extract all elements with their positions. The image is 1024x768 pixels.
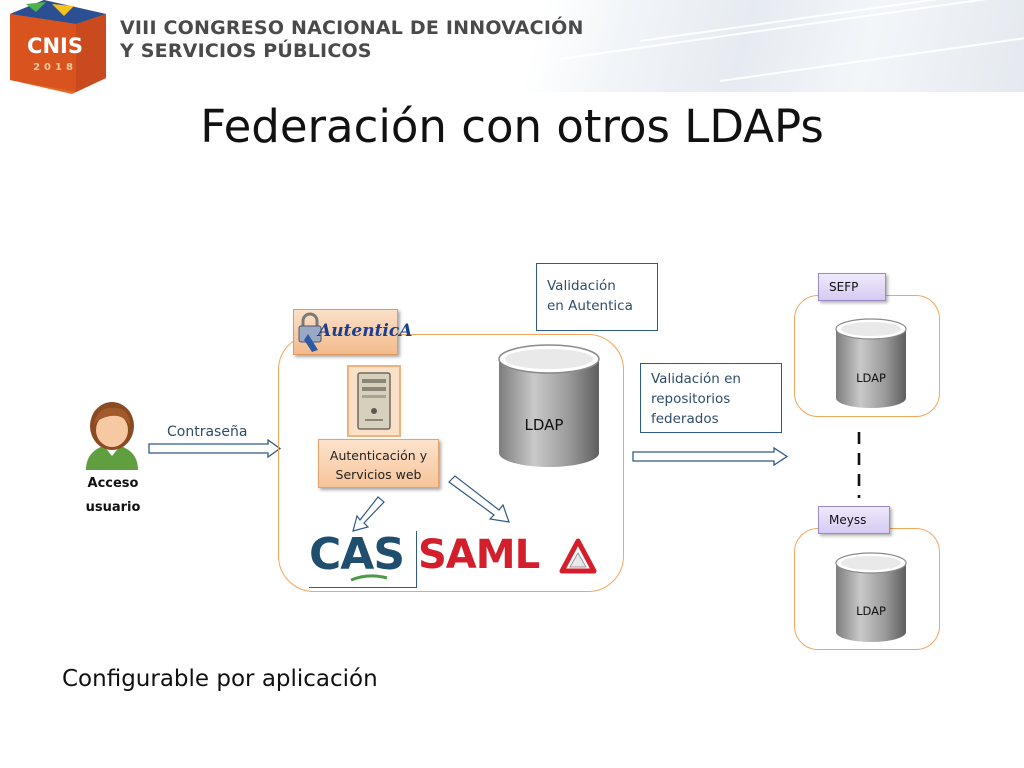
footer-note: Configurable por aplicación [62, 666, 378, 692]
saml-logo: SAML [418, 533, 602, 581]
user-caption: Acceso usuario [72, 472, 154, 520]
federated-arrow [632, 446, 789, 467]
congress-title-line1: VIII CONGRESO NACIONAL DE INNOVACIÓN [120, 17, 584, 39]
user-caption-line1: Acceso [87, 476, 139, 491]
password-arrow-label: Contraseña [167, 424, 248, 440]
password-arrow [148, 438, 282, 459]
user-caption-line2: usuario [85, 500, 141, 515]
saml-arrow [448, 475, 510, 523]
validation-autentica-text: Validación en Autentica [547, 278, 633, 314]
federated-validation-text: Validación en repositorios federados [651, 371, 741, 427]
repository-sefp-ldap-label: LDAP [856, 371, 886, 385]
cnis-logo: CNIS 2018 [6, 0, 110, 94]
repository-sefp-ldap-cylinder [835, 318, 907, 408]
logo-year: 2018 [33, 62, 77, 73]
main-ldap-cylinder [498, 344, 600, 467]
repository-meyss-label: Meyss [818, 506, 890, 534]
cnis-logo-cube-icon [10, 0, 106, 94]
slide-title: Federación con otros LDAPs [200, 100, 824, 153]
autentica-system-frame [278, 334, 624, 592]
saml-triangle-icon [559, 538, 597, 574]
autentica-logo-text: AutenticA [318, 321, 413, 341]
lock-hand-icon [298, 312, 322, 352]
cas-logo-text: CAS [309, 529, 405, 580]
autentica-logo-badge: AutenticA [293, 309, 412, 355]
auth-services-label: Autenticación y Servicios web [318, 439, 439, 488]
repository-sefp-label: SEFP [818, 273, 886, 301]
validation-autentica-callout: Validación en Autentica [536, 263, 658, 331]
main-ldap-label: LDAP [524, 416, 564, 434]
cas-logo: CAS [309, 531, 417, 588]
cas-swoosh-icon [350, 574, 388, 582]
saml-logo-text: SAML [418, 532, 540, 578]
logo-text: CNIS [27, 34, 83, 58]
server-icon [357, 372, 391, 430]
repository-meyss-ldap-cylinder [835, 552, 907, 642]
user-icon [86, 402, 138, 470]
cas-arrow [352, 496, 385, 532]
repository-meyss-ldap-label: LDAP [856, 604, 886, 618]
federated-validation-callout: Validación en repositorios federados [640, 363, 782, 433]
conference-banner [0, 0, 1024, 92]
server-tile [347, 365, 401, 437]
congress-title-line2: Y SERVICIOS PÚBLICOS [120, 40, 372, 62]
